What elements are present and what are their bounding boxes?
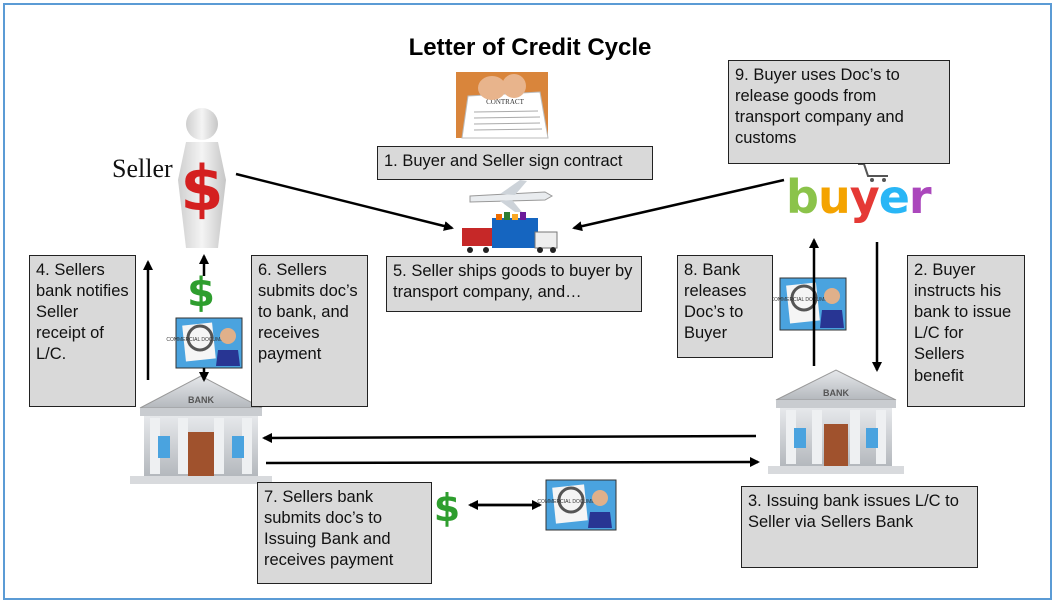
arrow-buyer-to-goods [572,178,785,232]
arrow-issuing-to-seller-bank [262,432,757,443]
dollar-icon: $ [434,486,460,530]
contract-label: CONTRACT [486,98,524,106]
seller-figure: $ [178,108,226,248]
seller-dollar-icon: $ [180,152,223,225]
step-9-box: 9. Buyer uses Doc’s to release goods fro… [728,60,950,164]
step-6-box: 6. Sellers submits doc’s to bank, and re… [251,255,368,407]
step-8-box: 8. Bank releases Doc’s to Buyer [677,255,773,358]
bank-label: BANK [188,395,214,405]
step-7-box: 7. Sellers bank submits doc’s to Issuing… [257,482,432,584]
documents-label: COMMERCIAL DOCUMENTS [166,337,234,343]
transport-image [462,180,558,253]
diagram-frame [3,3,1052,600]
arrow-seller-to-goods [235,172,454,231]
contract-image: CONTRACT [456,72,549,139]
arrow-seller-to-issuing-bank [265,457,760,468]
buyer-logo: buyer [786,170,932,224]
step-4-box: 4. Sellers bank notifies Seller receipt … [29,255,136,407]
documents-icon: COMMERCIAL DOCUMENTS [537,479,617,531]
dollar-icon: $ [187,270,215,316]
step-1-box: 1. Buyer and Seller sign contract [377,146,653,180]
seller-bank-icon: BANK [130,375,272,484]
bank-label: BANK [823,388,849,398]
documents-label: COMMERCIAL DOCUMENTS [770,297,838,303]
step-5-box: 5. Seller ships goods to buyer by transp… [386,256,642,312]
step-3-box: 3. Issuing bank issues L/C to Seller via… [741,486,978,568]
issuing-bank-icon: BANK [768,369,904,474]
documents-label: COMMERCIAL DOCUMENTS [537,499,605,505]
page-title: Letter of Credit Cycle [408,34,652,61]
documents-icon: COMMERCIAL DOCUMENTS [166,317,243,369]
step-2-box: 2. Buyer instructs his bank to issue L/C… [907,255,1025,407]
documents-icon: COMMERCIAL DOCUMENTS [770,277,847,331]
seller-label: Seller [112,154,173,183]
cart-icon [858,163,888,182]
